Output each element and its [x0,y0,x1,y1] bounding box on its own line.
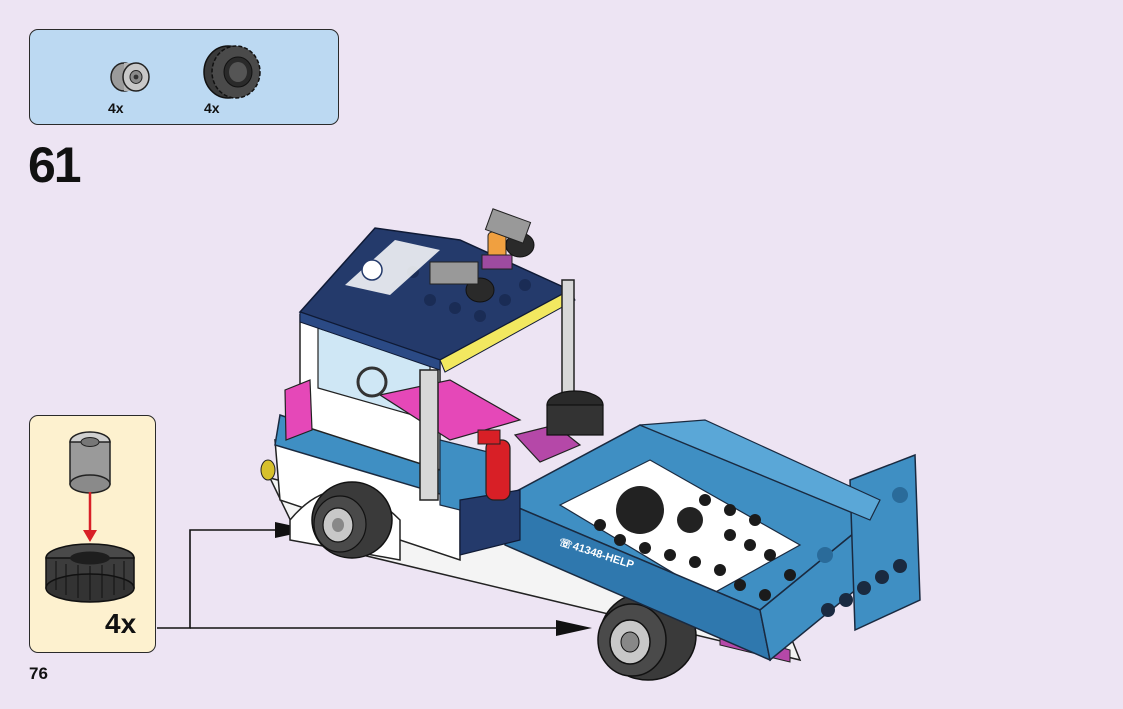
tire-icon [203,45,261,99]
flatbed: ☏ 41348-HELP [498,419,921,662]
svg-text:☏: ☏ [557,536,574,552]
wheel-assembly-icon [45,431,135,603]
truck-cab [274,208,576,562]
front-wheel-icon [289,481,401,561]
rim-quantity: 4x [108,100,124,116]
callout-arrows [157,529,560,629]
sub-assembly-box: 4x [29,415,156,653]
step-number: 61 [28,137,82,193]
fire-extinguisher-icon [477,429,511,501]
page-number: 76 [29,664,48,683]
tire-quantity: 4x [204,100,220,116]
sub-assembly-quantity: 4x [105,608,137,639]
wheel-rim-icon [110,62,150,92]
parts-list-box: 4x 4x [29,29,339,125]
